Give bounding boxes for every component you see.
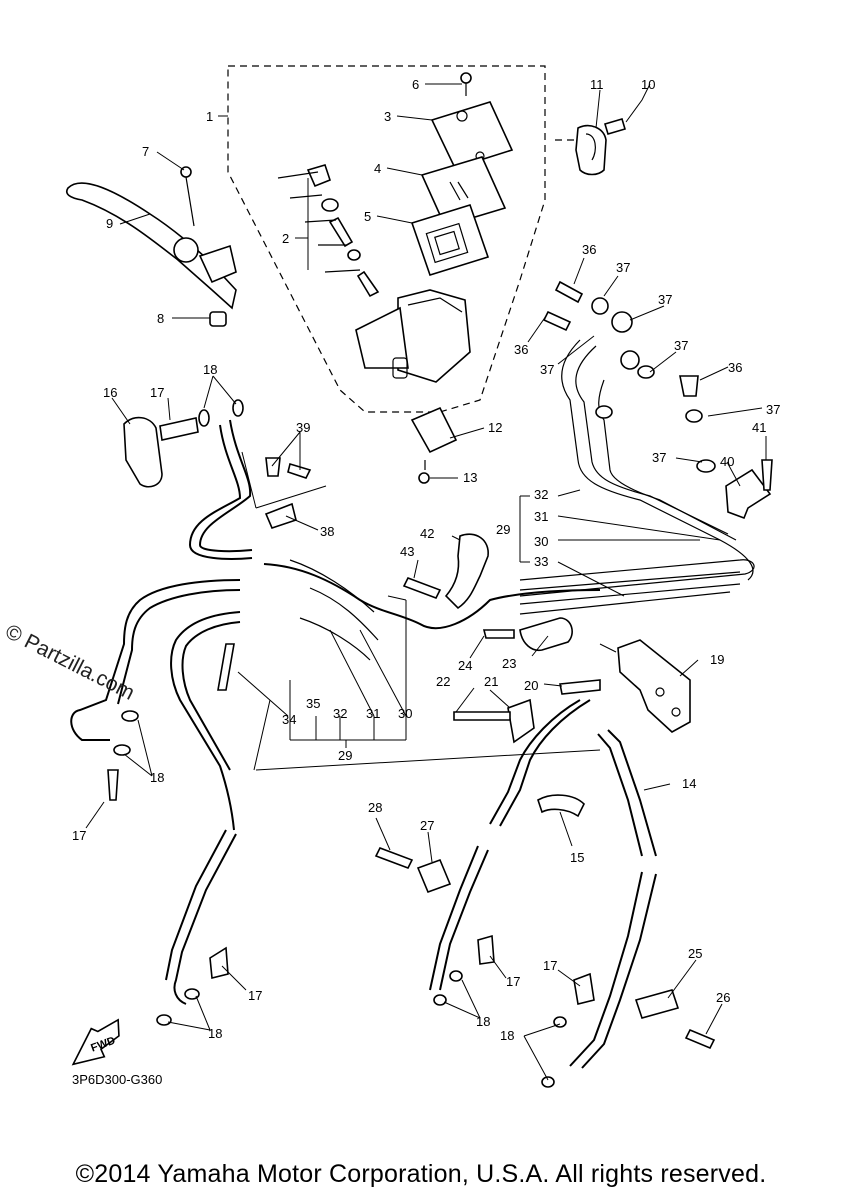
callout-15: 15 <box>570 850 584 865</box>
pipe-clamp-42[interactable] <box>444 533 489 610</box>
hose-holder-23[interactable] <box>519 617 573 652</box>
callout-18c: 18 <box>208 1026 222 1041</box>
callout-29a: 29 <box>496 522 510 537</box>
brake-hose-front-left[interactable] <box>165 829 237 1005</box>
brake-hose-upper[interactable] <box>70 419 253 831</box>
callout-43: 43 <box>400 544 414 559</box>
hose-clip[interactable] <box>537 794 585 818</box>
callout-2: 2 <box>282 231 289 246</box>
callout-37a: 37 <box>616 260 630 275</box>
callout-20: 20 <box>524 678 538 693</box>
callout-36b: 36 <box>514 342 528 357</box>
union-bolts[interactable] <box>107 280 773 1050</box>
hose-guide[interactable] <box>264 502 297 529</box>
hose-joint[interactable] <box>507 698 535 744</box>
callout-30b: 30 <box>398 706 412 721</box>
brake-lever[interactable] <box>66 182 237 310</box>
callout-30a: 30 <box>534 534 548 549</box>
lever-nut[interactable] <box>209 311 227 327</box>
callout-35: 35 <box>306 696 320 711</box>
callout-36a: 36 <box>582 242 596 257</box>
lever-bolt[interactable] <box>180 166 195 227</box>
hose-holder-25[interactable] <box>634 989 680 1019</box>
copper-washers[interactable] <box>113 297 716 1088</box>
callout-8: 8 <box>157 311 164 326</box>
callout-23: 23 <box>502 656 516 671</box>
hose-holder-27[interactable] <box>416 858 452 894</box>
callout-32b: 32 <box>333 706 347 721</box>
callout-32a: 32 <box>534 487 548 502</box>
callout-17a: 17 <box>150 385 164 400</box>
callout-18b: 18 <box>150 770 164 785</box>
callout-37b: 37 <box>658 292 672 307</box>
callout-21: 21 <box>484 674 498 689</box>
diaphragm[interactable] <box>410 204 490 276</box>
callout-22: 22 <box>436 674 450 689</box>
callout-37d: 37 <box>674 338 688 353</box>
callout-16: 16 <box>103 385 117 400</box>
callout-18e: 18 <box>500 1028 514 1043</box>
brake-hose-center[interactable] <box>263 563 601 991</box>
brake-pipes[interactable] <box>289 339 755 661</box>
callout-18d: 18 <box>476 1014 490 1029</box>
leader-lines <box>85 83 767 1081</box>
master-cylinder-body[interactable] <box>355 289 471 383</box>
master-cylinder-boundary <box>227 65 546 413</box>
callout-9: 9 <box>106 216 113 231</box>
callout-12: 12 <box>488 420 502 435</box>
callout-14: 14 <box>682 776 696 791</box>
pipe-clamp-40[interactable] <box>725 468 772 520</box>
brake-switch[interactable] <box>410 406 458 484</box>
callout-17e: 17 <box>543 958 557 973</box>
piston-kit[interactable] <box>277 164 380 298</box>
callout-41: 41 <box>752 420 766 435</box>
callout-31b: 31 <box>366 706 380 721</box>
callout-17d: 17 <box>506 974 520 989</box>
copyright-notice: ©2014 Yamaha Motor Corporation, U.S.A. A… <box>75 1160 767 1188</box>
cap-screw[interactable] <box>460 72 472 96</box>
callout-numbers: 1 2 3 4 5 6 7 8 9 10 11 12 13 14 15 16 1… <box>72 77 780 1043</box>
callout-29b: 29 <box>338 748 352 763</box>
callout-11: 11 <box>590 77 604 92</box>
callout-3: 3 <box>384 109 391 124</box>
callout-37c: 37 <box>540 362 554 377</box>
callout-26: 26 <box>716 990 730 1005</box>
callout-25: 25 <box>688 946 702 961</box>
bracket[interactable] <box>617 639 691 733</box>
callout-18a: 18 <box>203 362 217 377</box>
callout-6: 6 <box>412 77 419 92</box>
callout-33: 33 <box>534 554 548 569</box>
callout-1: 1 <box>206 109 213 124</box>
callout-36c: 36 <box>728 360 742 375</box>
callout-13: 13 <box>463 470 477 485</box>
brake-hose-right[interactable] <box>569 729 657 1069</box>
callout-28: 28 <box>368 800 382 815</box>
clamp-bolt[interactable] <box>604 118 626 135</box>
callout-5: 5 <box>364 209 371 224</box>
callout-37e: 37 <box>766 402 780 417</box>
callout-42: 42 <box>420 526 434 541</box>
holder-clamp[interactable] <box>575 124 607 176</box>
callout-4: 4 <box>374 161 381 176</box>
diagram-code: 3P6D300-G360 <box>72 1072 163 1087</box>
callout-7: 7 <box>142 144 149 159</box>
banjo-cover[interactable] <box>123 416 163 488</box>
diaphragm-plate[interactable] <box>420 156 507 227</box>
fwd-arrow-icon: FWD <box>71 1018 120 1066</box>
callout-10: 10 <box>641 77 655 92</box>
callout-34: 34 <box>282 712 296 727</box>
callout-17b: 17 <box>72 828 86 843</box>
callout-19: 19 <box>710 652 724 667</box>
reservoir-cap[interactable] <box>430 101 514 169</box>
callout-37f: 37 <box>652 450 666 465</box>
callout-40: 40 <box>720 454 734 469</box>
callout-39: 39 <box>296 420 310 435</box>
callout-17c: 17 <box>248 988 262 1003</box>
callout-27: 27 <box>420 818 434 833</box>
callout-31a: 31 <box>534 509 548 524</box>
callout-38: 38 <box>320 524 334 539</box>
callout-24: 24 <box>458 658 472 673</box>
